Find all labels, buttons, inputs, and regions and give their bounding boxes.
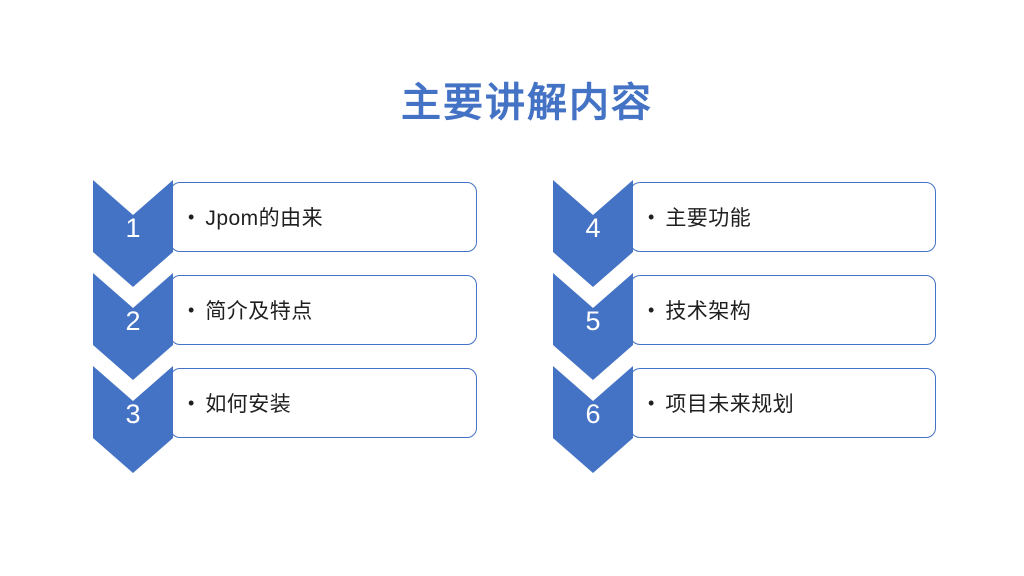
step-number: 1 [125, 213, 141, 243]
bullet-marker: • [188, 393, 195, 413]
agenda-item-box: • 技术架构 [630, 275, 936, 345]
chevron-down-shape: 5 [553, 273, 633, 380]
slide-title: 主要讲解内容 [401, 81, 653, 125]
bullet-marker: • [188, 207, 195, 227]
agenda-item-label: 技术架构 [665, 300, 752, 323]
chevron-down-shape: 4 [553, 180, 633, 287]
agenda-item-box: • 主要功能 [630, 182, 936, 252]
chevron-down-shape: 2 [93, 273, 173, 380]
agenda-item-label: 项目未来规划 [665, 393, 795, 416]
agenda-item-label: 主要功能 [665, 207, 752, 230]
bullet-marker: • [648, 393, 655, 413]
chevron-down-shape: 3 [93, 366, 173, 473]
step-number: 5 [585, 306, 601, 336]
step-number: 4 [585, 213, 601, 243]
step-number: 3 [125, 399, 141, 429]
agenda-item-label: 简介及特点 [205, 300, 313, 323]
agenda-item-label: 如何安装 [205, 393, 292, 416]
agenda-item-box: • Jpom的由来 [170, 182, 477, 252]
step-number: 2 [125, 306, 141, 336]
bullet-marker: • [188, 300, 195, 320]
agenda-item-box: • 如何安装 [170, 368, 477, 438]
agenda-item-box: • 简介及特点 [170, 275, 477, 345]
agenda-item-box: • 项目未来规划 [630, 368, 936, 438]
bullet-marker: • [648, 300, 655, 320]
step-number: 6 [585, 399, 601, 429]
bullet-marker: • [648, 207, 655, 227]
chevron-down-shape: 1 [93, 180, 173, 287]
agenda-item-label: Jpom的由来 [205, 207, 324, 230]
chevron-down-shape: 6 [553, 366, 633, 473]
